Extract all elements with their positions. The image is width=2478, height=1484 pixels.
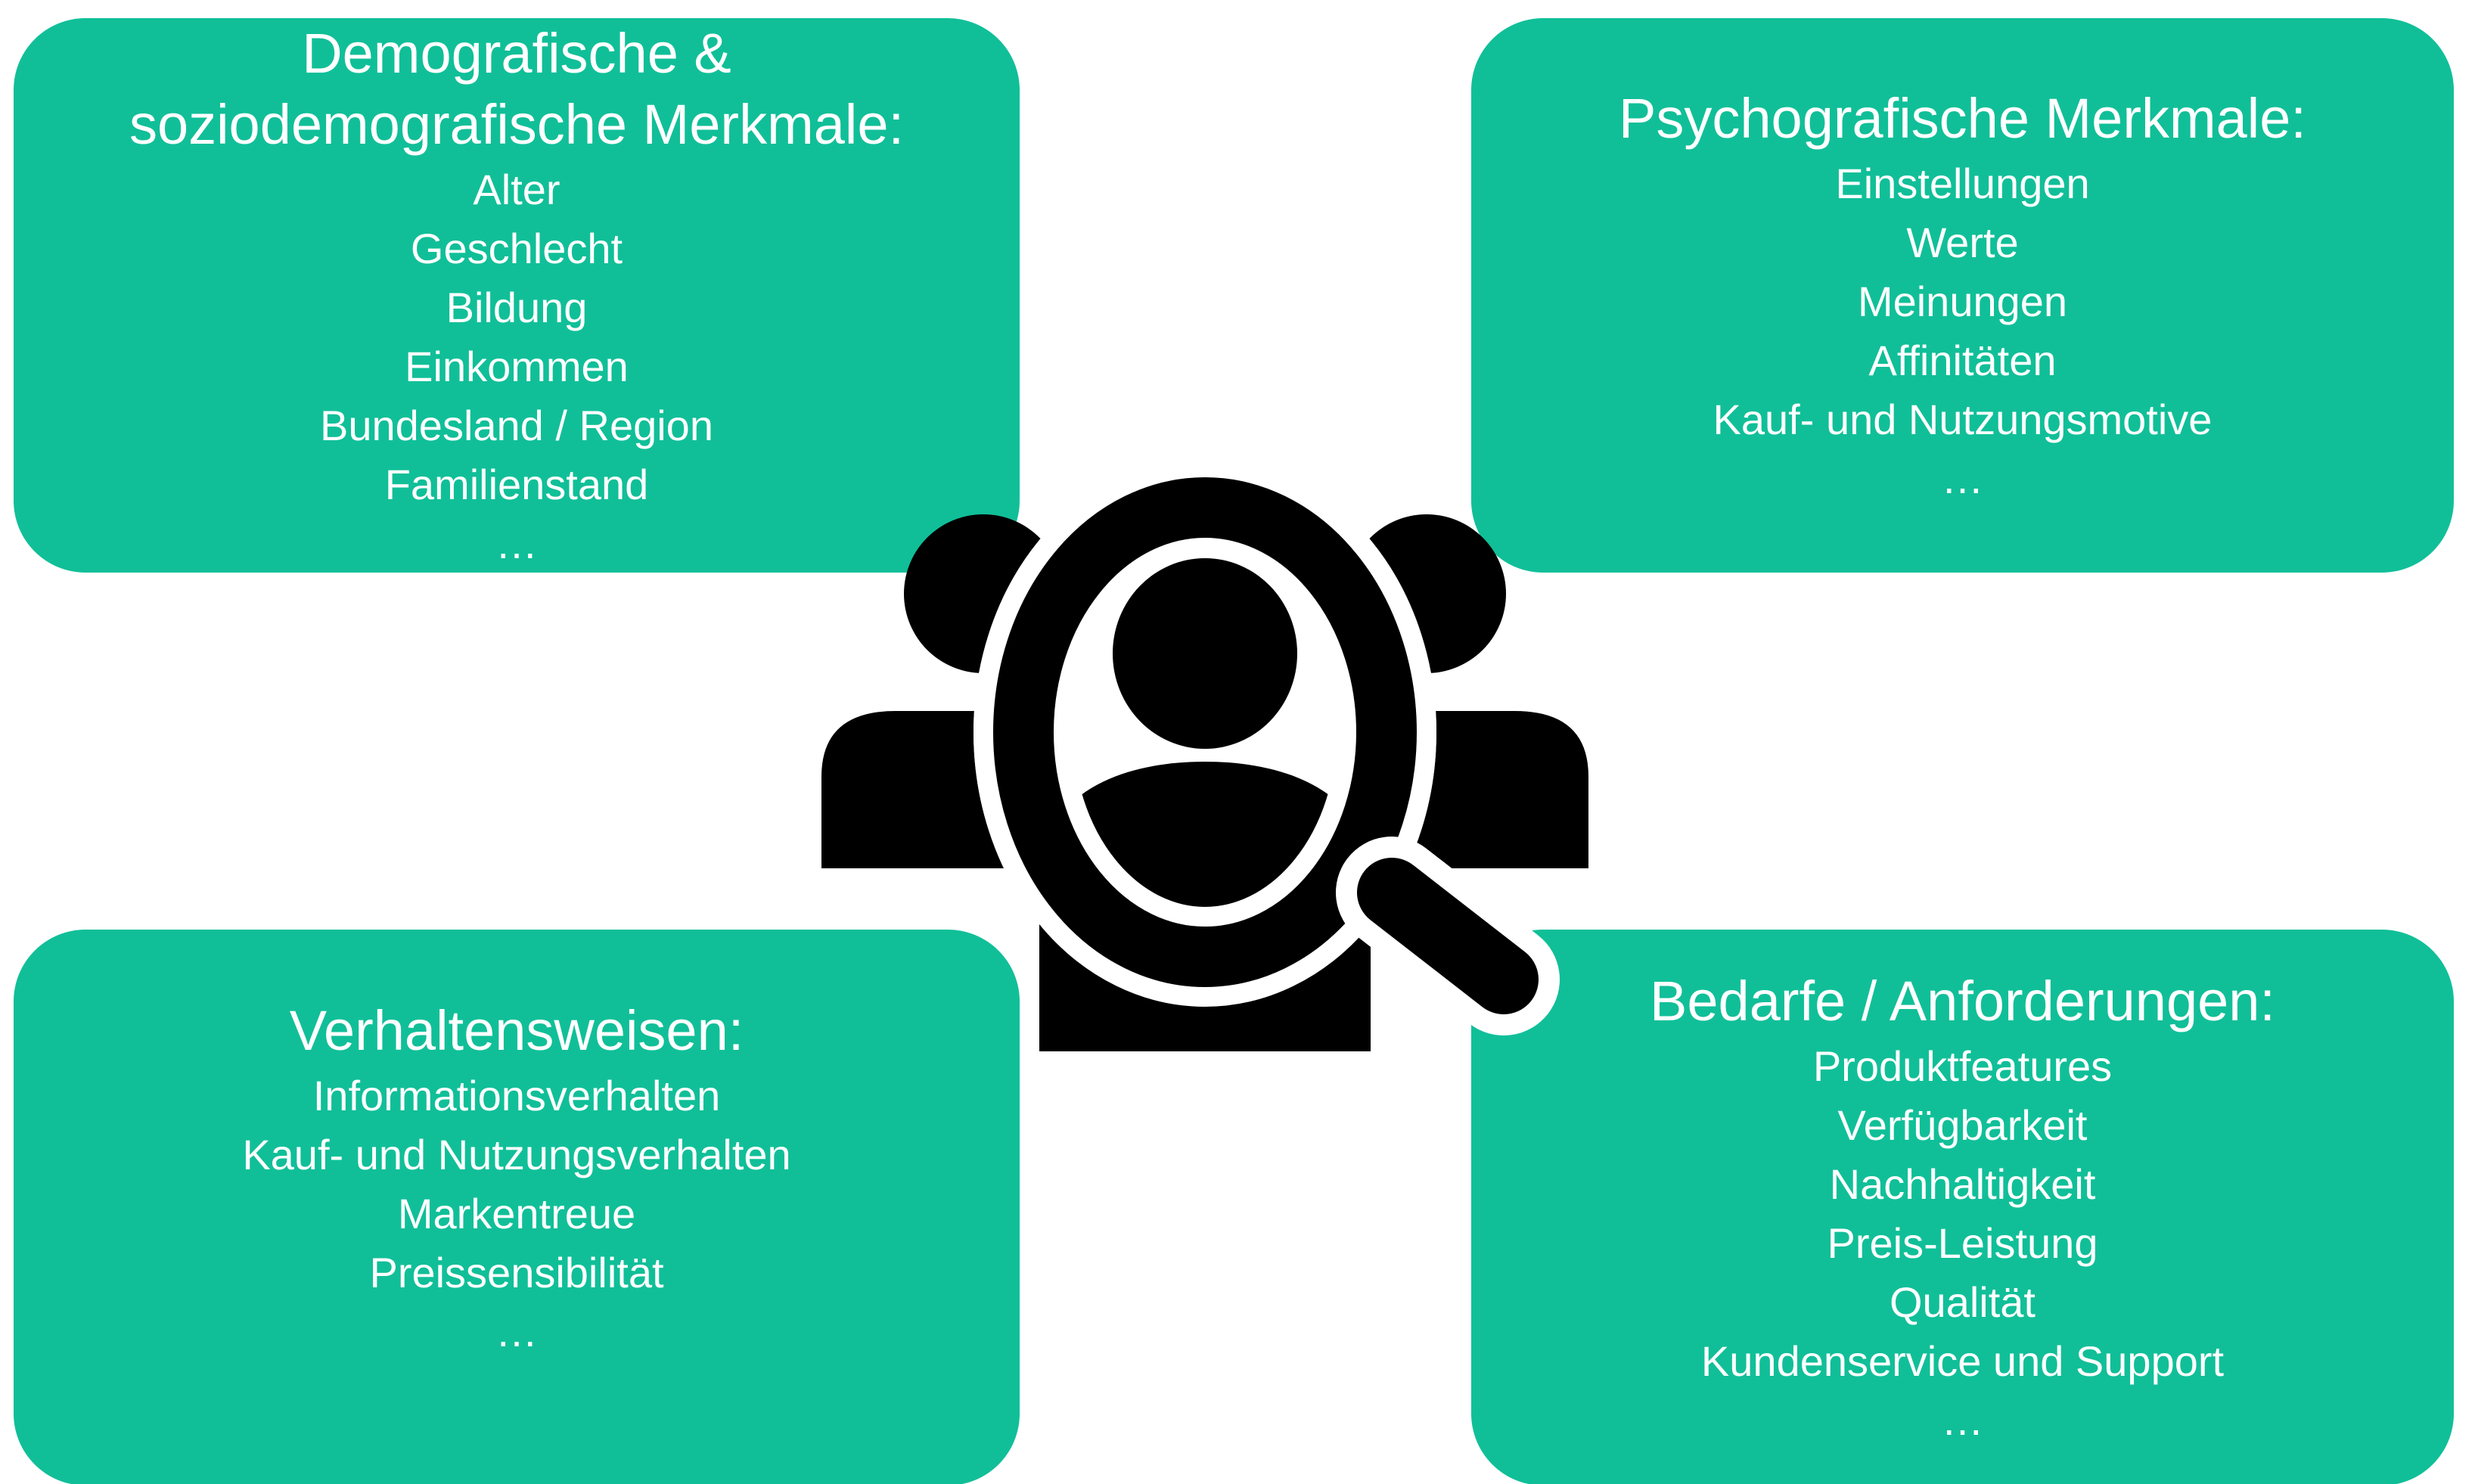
box-item: Werte <box>1906 218 2019 266</box>
box-item: Familienstand <box>384 460 649 508</box>
box-item: Qualität <box>1890 1278 2036 1326</box>
box-title-line: Bedarfe / Anforderungen: <box>1650 969 2275 1032</box>
box-item: Verfügbarkeit <box>1837 1101 2088 1149</box>
magnifier-handle <box>1357 858 1539 1014</box>
box-item: Meinungen <box>1857 277 2068 325</box>
box-item: Markentreue <box>397 1189 636 1237</box>
center-person-head <box>1113 558 1297 749</box>
box-title: Psychografische Merkmale: <box>1471 83 2454 154</box>
box-item: Nachhaltigkeit <box>1829 1160 2096 1208</box>
box-item: Bundesland / Region <box>320 401 713 449</box>
box-item: Einkommen <box>405 342 629 390</box>
box-item: … <box>495 519 538 567</box>
box-needs: Bedarfe / Anforderungen: Produktfeatures… <box>1471 930 2454 1484</box>
target-group-magnifier-icon <box>817 473 1604 1059</box>
box-item: Geschlecht <box>410 224 623 272</box>
box-item: … <box>1941 1396 1984 1444</box>
box-title: Verhaltensweisen: <box>14 995 1020 1066</box>
box-title: Demografische & soziodemografische Merkma… <box>14 18 1020 160</box>
box-item: Kundenservice und Support <box>1700 1337 2225 1385</box>
magnifier-ring <box>993 477 1417 987</box>
box-demographic: Demografische & soziodemografische Merkma… <box>14 18 1020 573</box>
target-group-magnifier-svg <box>821 473 1588 1051</box>
box-item: Preis-Leistung <box>1827 1219 2098 1267</box>
box-title: Bedarfe / Anforderungen: <box>1471 966 2454 1037</box>
box-item: Produktfeatures <box>1812 1042 2113 1090</box>
box-title-line: Verhaltensweisen: <box>289 998 744 1062</box>
box-item: Bildung <box>446 283 588 331</box>
box-title-line: Psychografische Merkmale: <box>1619 86 2306 150</box>
box-item: Informationsverhalten <box>312 1071 721 1119</box>
box-item: Kauf- und Nutzungsmotive <box>1713 395 2212 443</box>
box-title-line: Demografische & <box>302 21 731 85</box>
box-item: Affinitäten <box>1868 336 2057 384</box>
box-item: … <box>495 1307 538 1355</box>
box-title-line: soziodemografische Merkmale: <box>129 92 905 156</box>
box-item: Preissensibilität <box>369 1248 664 1296</box>
box-item: … <box>1941 454 1984 502</box>
box-item: Alter <box>473 165 560 213</box>
box-item: Einstellungen <box>1835 159 2090 207</box>
box-item: Kauf- und Nutzungsverhalten <box>242 1130 791 1178</box>
